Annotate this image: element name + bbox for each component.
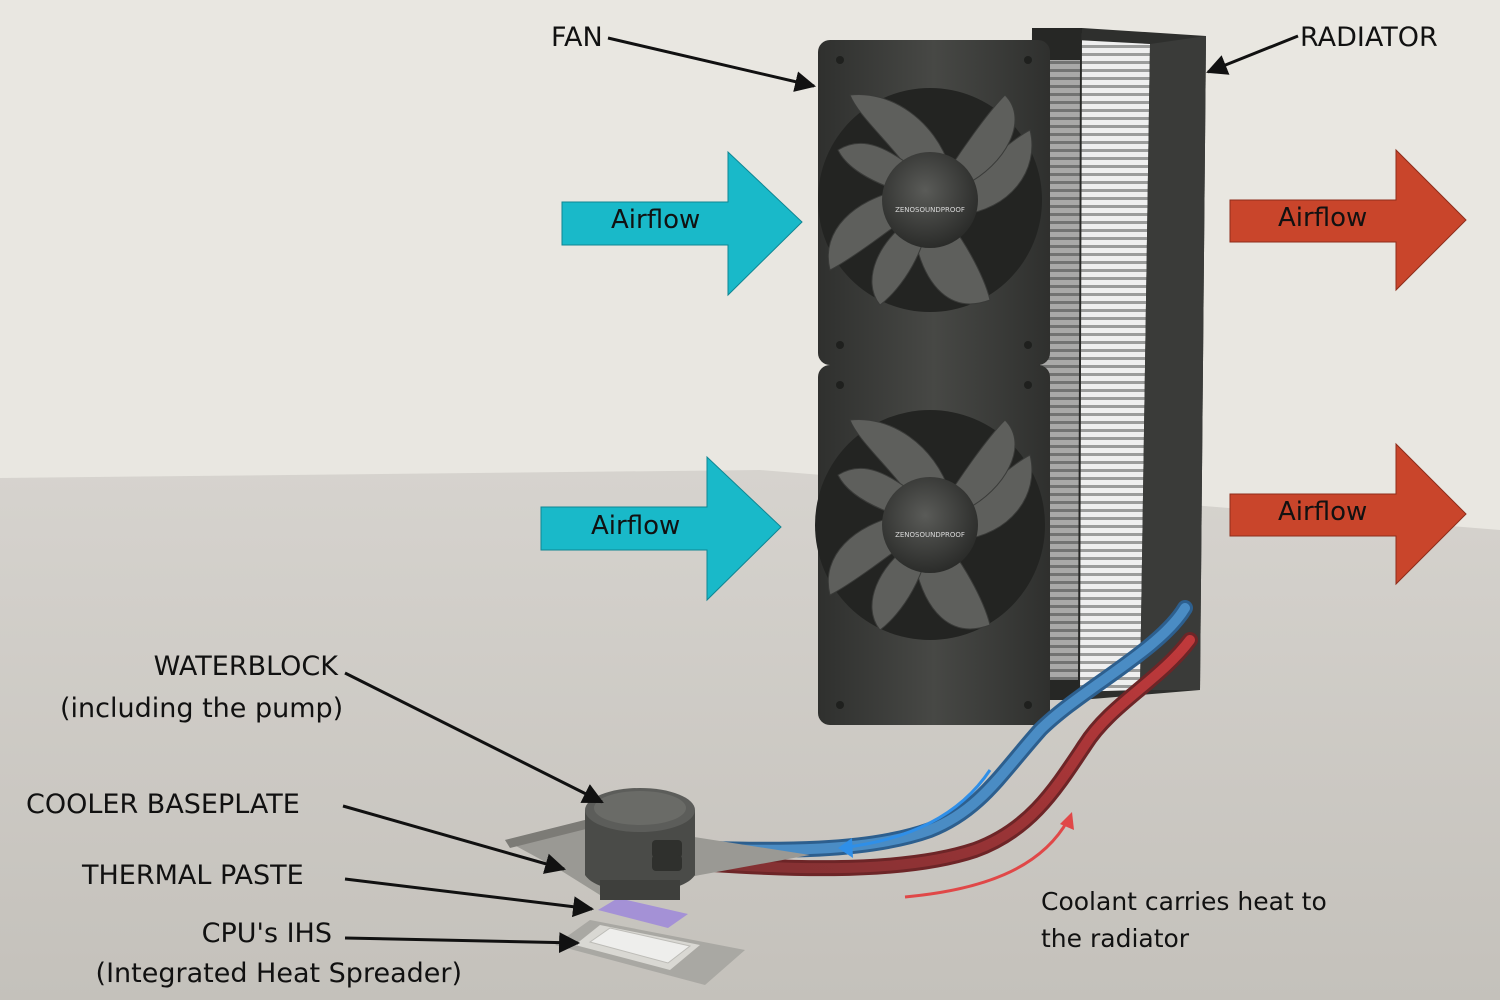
coolant-label-line2: the radiator: [1041, 924, 1190, 954]
fan-top: [818, 40, 1050, 365]
waterblock-label-line2: (including the pump): [60, 692, 344, 724]
fan-bottom: [815, 365, 1050, 725]
hot-flow-arrow: [904, 819, 1070, 899]
airflow-out-bottom-arrow: [1229, 442, 1467, 586]
cpu-ihs: [555, 920, 745, 985]
airflow-out-top-label: Airflow: [1278, 203, 1368, 233]
coolant-label: Coolant carries heat to the radiator: [1041, 886, 1327, 955]
waterblock: [505, 788, 810, 900]
radiator-label: RADIATOR: [1300, 22, 1438, 53]
ihs-label: CPU's IHS (Integrated Heat Spreader): [40, 917, 462, 991]
coolant-label-line1: Coolant carries heat to: [1041, 887, 1327, 916]
coolant-tubes: [652, 600, 1198, 877]
waterblock-label: WATERBLOCK (including the pump): [60, 650, 344, 726]
baseplate-label: COOLER BASEPLATE: [26, 789, 300, 820]
ihs-label-line2: (Integrated Heat Spreader): [95, 957, 462, 989]
fan-brand-bottom: ZENOSOUNDPROOF: [895, 531, 965, 539]
thermal-paste-label: THERMAL PASTE: [82, 860, 304, 891]
leader-lines: [342, 34, 1299, 954]
airflow-in-bottom-arrow: [540, 455, 782, 602]
fan-label: FAN: [551, 22, 603, 53]
airflow-in-bottom-label: Airflow: [591, 511, 681, 541]
airflow-out-top-arrow: [1229, 148, 1467, 292]
ihs-label-line1: CPU's IHS: [201, 918, 332, 949]
thermal-paste-layer: [598, 898, 688, 928]
airflow-in-top-arrow: [561, 150, 803, 297]
waterblock-label-line1: WATERBLOCK: [153, 651, 338, 682]
cold-flow-arrow: [839, 769, 992, 850]
airflow-in-top-label: Airflow: [611, 205, 701, 235]
airflow-out-bottom-label: Airflow: [1278, 497, 1368, 527]
fan-brand-top: ZENOSOUNDPROOF: [895, 206, 965, 214]
radiator: [1030, 28, 1206, 700]
